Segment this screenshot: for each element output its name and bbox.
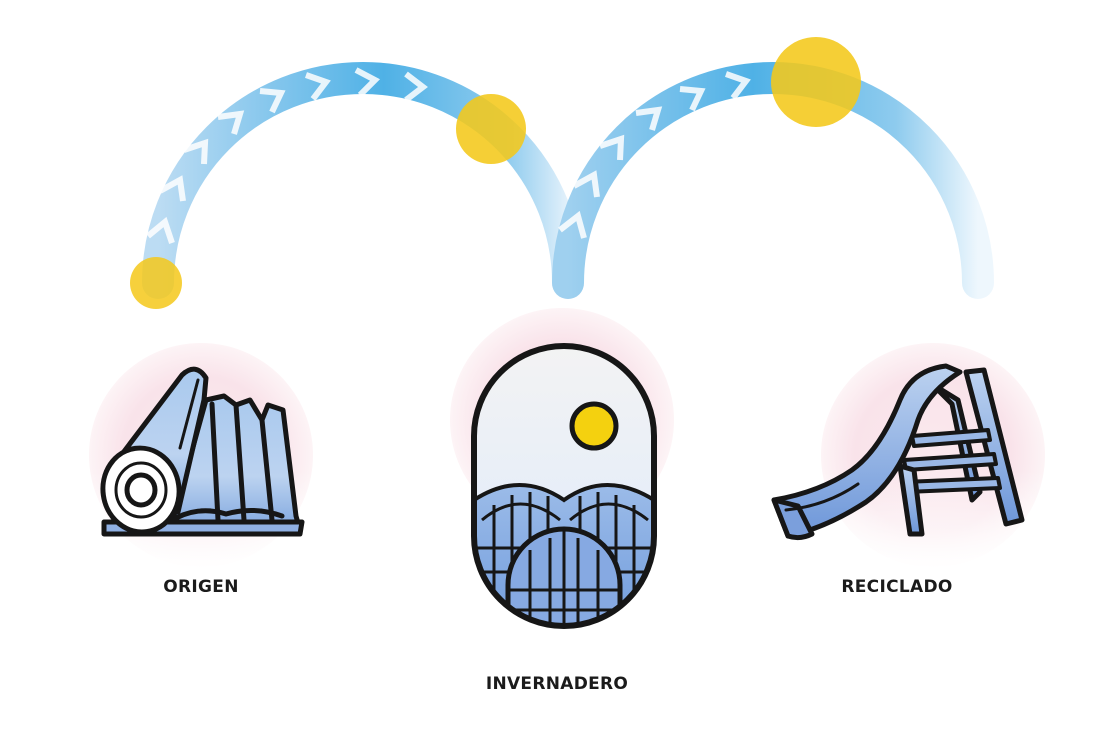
stage-label-reciclado: RECICLADO [841, 577, 952, 597]
arc-chevrons [146, 67, 428, 244]
playground-slide-icon [771, 363, 1025, 541]
sun-marker-top [771, 37, 861, 127]
sun-marker-mid [456, 94, 526, 164]
stage-label-origen: ORIGEN [163, 577, 238, 597]
plastic-roll-icon [100, 366, 305, 537]
sun-marker-start [130, 257, 182, 309]
flow-arc-origen-to-invernadero [130, 62, 584, 309]
stage-label-invernadero: INVERNADERO [486, 674, 628, 694]
sun-icon [569, 401, 619, 451]
greenhouse-icon [471, 343, 657, 629]
flow-arc-invernadero-to-reciclado [552, 37, 994, 299]
arc-chevrons [558, 71, 751, 239]
